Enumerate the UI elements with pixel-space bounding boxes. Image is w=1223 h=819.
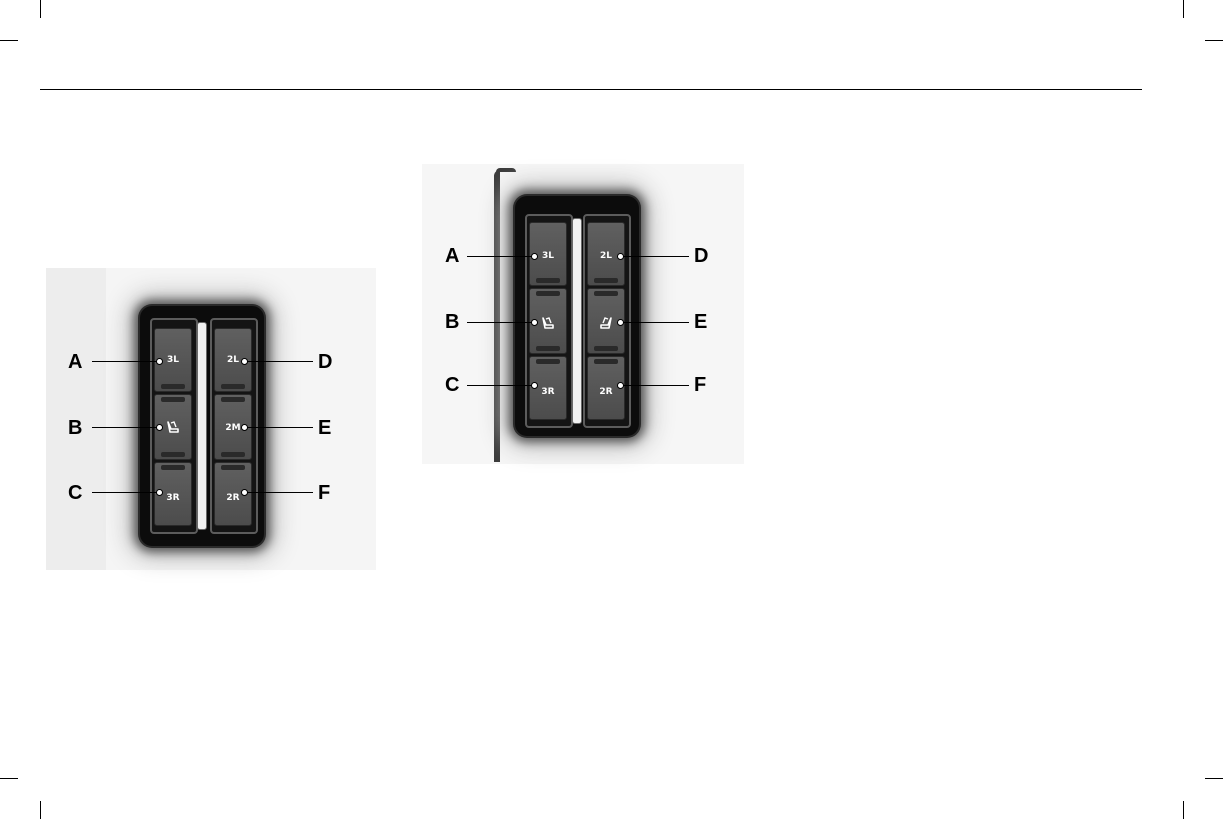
callout-d: D: [694, 246, 708, 266]
leader-dot-c: [156, 489, 163, 496]
console-edge: [494, 170, 500, 462]
leader-line-a: [92, 361, 158, 362]
leader-line-a: [467, 256, 533, 257]
callout-c: C: [68, 483, 82, 503]
seat-fold-icon: [540, 315, 556, 331]
callout-e: E: [694, 312, 707, 332]
leader-dot-a: [156, 358, 163, 365]
crop-mark-bottom-left: [0, 778, 18, 779]
crop-mark-top-left: [0, 40, 18, 41]
leader-dot-b: [531, 319, 538, 326]
callout-e: E: [318, 418, 331, 438]
leader-line-e: [247, 427, 313, 428]
callout-d: D: [318, 352, 332, 372]
crop-mark-bottom-right-v: [1183, 801, 1184, 819]
column-separator: [197, 322, 207, 530]
crop-mark-top-right: [1205, 40, 1223, 41]
callout-b: B: [445, 312, 459, 332]
leader-line-e: [623, 322, 689, 323]
callout-a: A: [68, 352, 82, 372]
callout-c: C: [445, 375, 459, 395]
callout-f: F: [694, 375, 706, 395]
console-edge-top: [496, 168, 516, 172]
leader-line-d: [623, 256, 689, 257]
leader-line-c: [467, 385, 533, 386]
seat-fold-icon-mirrored: [598, 315, 614, 331]
callout-f: F: [318, 483, 330, 503]
leader-dot-c: [531, 382, 538, 389]
leader-dot-a: [531, 253, 538, 260]
leader-line-d: [247, 361, 313, 362]
callout-b: B: [68, 418, 82, 438]
callout-a: A: [445, 246, 459, 266]
crop-mark-top-left-v: [40, 0, 41, 18]
crop-mark-bottom-right: [1205, 778, 1223, 779]
header-rule: [40, 89, 1142, 90]
leader-line-f: [247, 492, 313, 493]
seat-fold-icon: [165, 419, 181, 435]
leader-line-b: [92, 427, 158, 428]
leader-dot-b: [156, 424, 163, 431]
leader-line-f: [623, 385, 689, 386]
column-separator: [572, 218, 582, 424]
crop-mark-bottom-left-v: [40, 801, 41, 819]
leader-line-b: [467, 322, 533, 323]
leader-line-c: [92, 492, 158, 493]
crop-mark-top-right-v: [1183, 0, 1184, 18]
